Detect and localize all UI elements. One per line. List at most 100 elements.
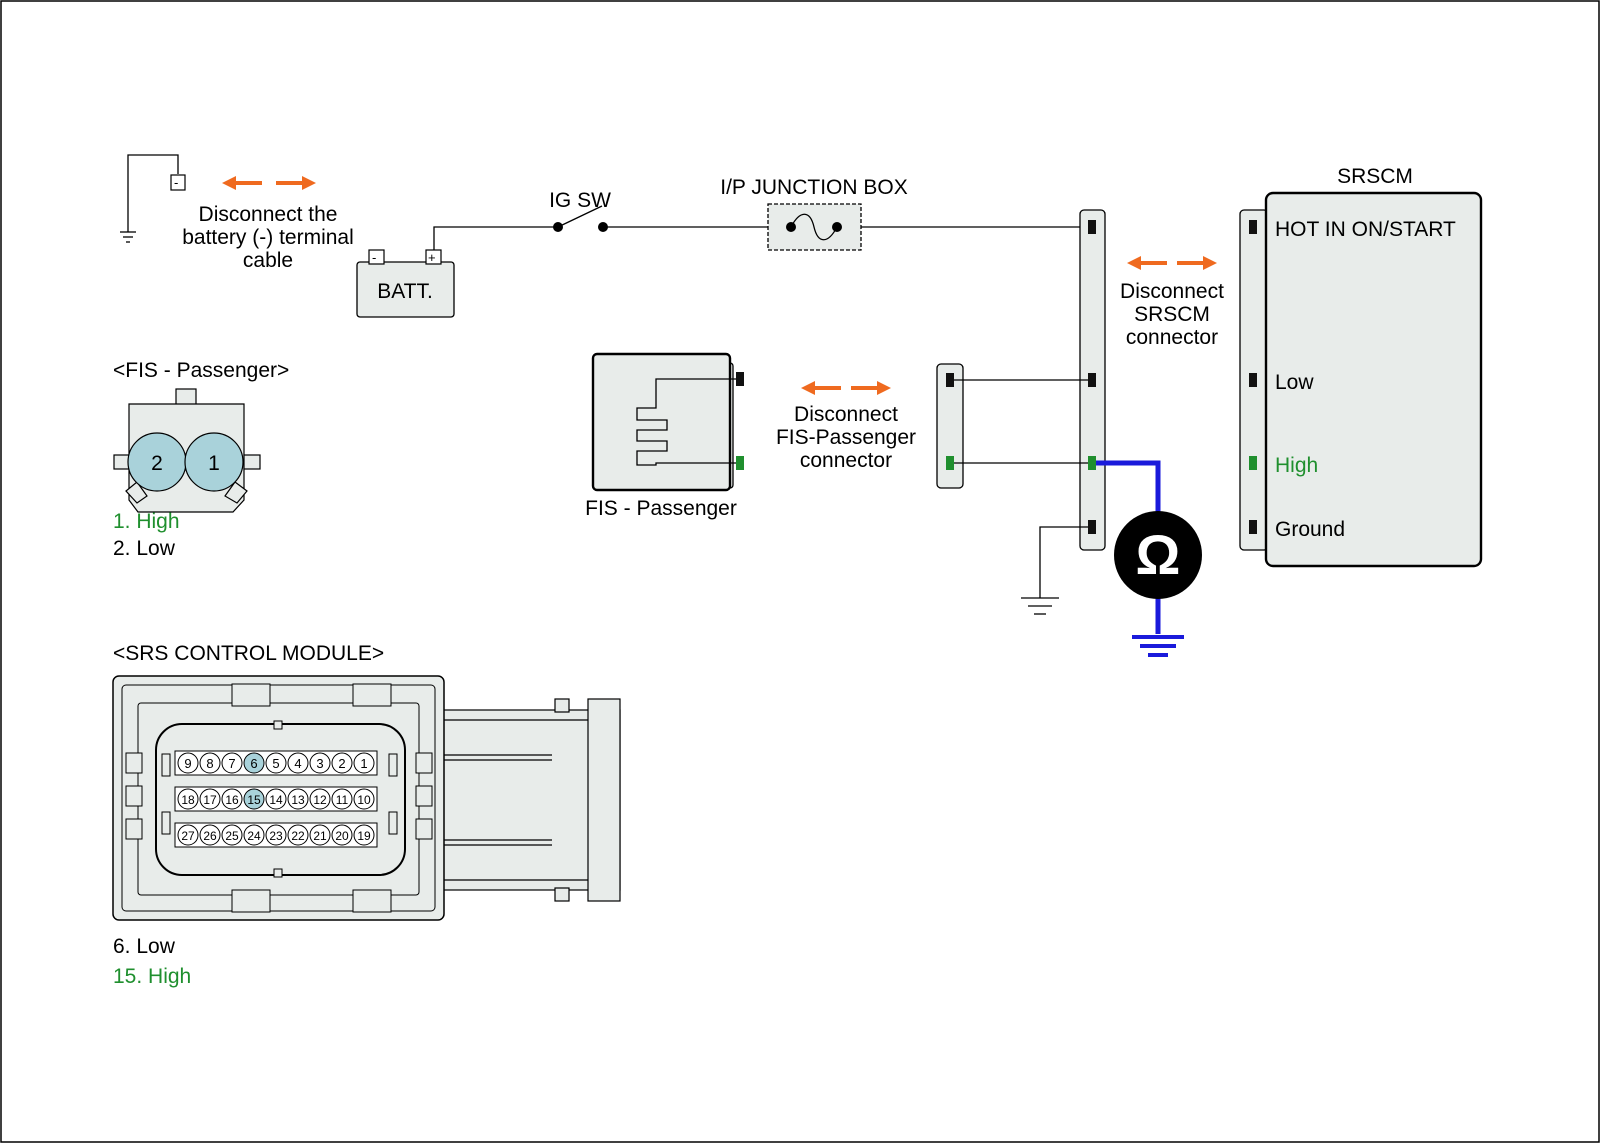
fis-disconnect-text-3: connector bbox=[800, 449, 892, 472]
fis-module-label: FIS - Passenger bbox=[585, 497, 737, 520]
battery-disconnect-arrows bbox=[222, 176, 316, 190]
srscm-pin-hot bbox=[1249, 220, 1257, 234]
fis-legend-high: 1. High bbox=[113, 510, 180, 533]
srscm-disconnect-text-2: SRSCM bbox=[1134, 303, 1210, 326]
fis-disconnect-text-1: Disconnect bbox=[794, 403, 898, 426]
srs-pin-label-17: 17 bbox=[203, 793, 217, 807]
srs-pin-label-6: 6 bbox=[250, 756, 257, 771]
srs-pin-label-25: 25 bbox=[225, 829, 239, 843]
srs-pin-label-9: 9 bbox=[184, 756, 191, 771]
srs-pin-label-24: 24 bbox=[247, 829, 261, 843]
battery-feed-wire bbox=[433, 226, 558, 250]
srs-pin-21 bbox=[309, 824, 331, 846]
srs-pin-26 bbox=[199, 824, 221, 846]
junction-box-label: I/P JUNCTION BOX bbox=[720, 176, 907, 199]
srscm-disconnect-text-1: Disconnect bbox=[1120, 280, 1224, 303]
battery-cable-ground: - bbox=[120, 154, 186, 243]
srs-pin-3 bbox=[309, 752, 331, 774]
srs-pin-label-5: 5 bbox=[272, 756, 279, 771]
srs-pin-label-1: 1 bbox=[360, 756, 367, 771]
srs-pin-label-3: 3 bbox=[316, 756, 323, 771]
harness-pin-low bbox=[1088, 373, 1096, 387]
fis-legend-low: 2. Low bbox=[113, 537, 176, 560]
fis-harness-connector bbox=[936, 363, 964, 489]
srs-pin-17 bbox=[199, 788, 221, 810]
srs-pin-14 bbox=[265, 788, 287, 810]
srs-pin-label-2: 2 bbox=[338, 756, 345, 771]
ohmmeter-icon bbox=[1114, 511, 1202, 599]
battery bbox=[356, 249, 455, 318]
srscm-pin-low bbox=[1249, 373, 1257, 387]
srs-pin-label-22: 22 bbox=[291, 829, 305, 843]
srscm-disconnect-text-3: connector bbox=[1126, 326, 1218, 349]
ohmmeter-leads bbox=[1096, 460, 1184, 657]
fis-arrow-right bbox=[851, 381, 891, 395]
srs-pin-15 bbox=[243, 788, 265, 810]
srs-pin-7 bbox=[221, 752, 243, 774]
srs-pin-12 bbox=[309, 788, 331, 810]
srs-pin-label-14: 14 bbox=[269, 793, 283, 807]
ig-switch-label: IG SW bbox=[549, 189, 611, 212]
fis-pin-low bbox=[736, 372, 744, 386]
srscm-pin-high-label: High bbox=[1275, 454, 1318, 477]
srs-pin-label-4: 4 bbox=[294, 756, 301, 771]
fis-harness-pin-high bbox=[946, 456, 954, 470]
fis-connector-title: <FIS - Passenger> bbox=[113, 359, 289, 382]
srscm-body bbox=[1264, 191, 1483, 568]
fis-arrow-left bbox=[801, 381, 841, 395]
srs-pin-16 bbox=[221, 788, 243, 810]
srs-pin-label-20: 20 bbox=[335, 829, 349, 843]
harness-pin-ground bbox=[1088, 520, 1096, 534]
fis-connector-pin-2-label: 2 bbox=[151, 452, 163, 475]
srs-legend-high: 15. High bbox=[113, 965, 191, 988]
srs-pin-6 bbox=[243, 752, 265, 774]
fis-module bbox=[591, 352, 744, 492]
srs-pin-label-11: 11 bbox=[336, 793, 349, 807]
srs-pin-10 bbox=[353, 788, 375, 810]
srs-pin-label-27: 27 bbox=[181, 829, 195, 843]
srs-pin-8 bbox=[199, 752, 221, 774]
harness-ground bbox=[1021, 526, 1088, 615]
srscm-pin-low-label: Low bbox=[1275, 371, 1314, 394]
srs-pin-1 bbox=[353, 752, 375, 774]
battery-minus-label: - bbox=[372, 250, 376, 265]
srs-pin-24 bbox=[243, 824, 265, 846]
srs-module-title: <SRS CONTROL MODULE> bbox=[113, 642, 384, 665]
fis-connector-pin-1-label: 1 bbox=[208, 452, 220, 475]
fis-connector-pin-1 bbox=[184, 432, 244, 492]
srscm-pin-high bbox=[1249, 456, 1257, 470]
srscm-pin-ground-label: Ground bbox=[1275, 518, 1345, 541]
srs-pin-label-19: 19 bbox=[357, 829, 371, 843]
battery-plus-label: + bbox=[428, 250, 436, 265]
srs-pin-27 bbox=[177, 824, 199, 846]
srs-pin-label-10: 10 bbox=[357, 793, 371, 807]
srscm-pin-hot-label: HOT IN ON/START bbox=[1275, 218, 1456, 241]
srs-pin-23 bbox=[265, 824, 287, 846]
srs-pin-25 bbox=[221, 824, 243, 846]
battery-label: BATT. bbox=[377, 280, 433, 303]
harness-pin-hot bbox=[1088, 220, 1096, 234]
battery-disconnect-text-1: Disconnect the bbox=[199, 203, 338, 226]
srscm-arrow-right bbox=[1177, 256, 1217, 270]
battery-disconnect-text-3: cable bbox=[243, 249, 293, 272]
srs-pin-label-18: 18 bbox=[181, 793, 195, 807]
srs-pin-20 bbox=[331, 824, 353, 846]
cable-terminal-label: - bbox=[174, 175, 178, 190]
srs-pin-2 bbox=[331, 752, 353, 774]
fis-disconnect-text-2: FIS-Passenger bbox=[776, 426, 916, 449]
srs-pin-4 bbox=[287, 752, 309, 774]
srscm-arrow-left bbox=[1127, 256, 1167, 270]
srs-pin-label-21: 21 bbox=[313, 829, 327, 843]
srs-pin-label-13: 13 bbox=[291, 793, 305, 807]
srs-pin-18 bbox=[177, 788, 199, 810]
srs-pin-label-16: 16 bbox=[225, 793, 239, 807]
fis-harness-pin-low bbox=[946, 373, 954, 387]
srscm-title: SRSCM bbox=[1337, 165, 1413, 188]
ohmmeter-symbol: Ω bbox=[1136, 523, 1181, 586]
fis-pin-high bbox=[736, 456, 744, 470]
battery-disconnect-text-2: battery (-) terminal bbox=[182, 226, 354, 249]
